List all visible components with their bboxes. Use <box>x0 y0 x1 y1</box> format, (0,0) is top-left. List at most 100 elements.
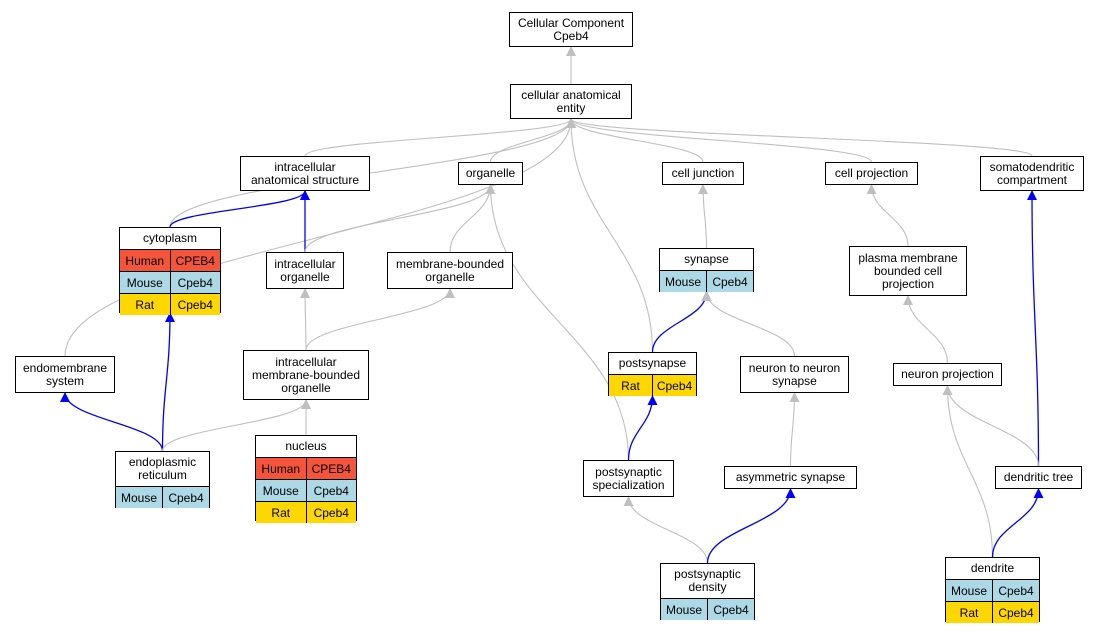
node-title: synapse <box>660 249 753 270</box>
node-label-line: asymmetric synapse <box>735 470 846 484</box>
species-cell: Mouse <box>126 275 163 290</box>
node-title: postsynapse <box>609 353 696 374</box>
node-organelle[interactable]: organelle <box>458 162 523 185</box>
edge-organelle-to-cae <box>489 118 576 163</box>
node-label-line: plasma membrane <box>858 250 958 265</box>
node-label-line: somatodendritic <box>989 159 1075 174</box>
node-label-line: Cellular Component <box>517 15 625 30</box>
edge-psd-to-pss <box>623 496 709 564</box>
node-label-line: membrane-bounded <box>251 367 361 382</box>
node-celljunction[interactable]: cell junction <box>662 162 744 185</box>
node-label-line: specialization <box>592 477 665 492</box>
gene-symbol-cell: Cpeb4 <box>169 294 221 315</box>
edge-ias-to-cae <box>304 118 576 157</box>
edge-dendrite-to-neuronproj <box>942 385 994 558</box>
node-cellprojection[interactable]: cell projection <box>825 162 918 185</box>
edge-pss-to-postsynapse <box>627 395 658 461</box>
node-label-line: synapse <box>772 373 817 388</box>
node-title: cell projection <box>826 163 917 184</box>
node-label-line: reticulum <box>138 468 187 482</box>
edge-dendrite-to-dtree <box>991 488 1044 558</box>
node-label-line: endoplasmic <box>128 455 197 469</box>
node-label-line: cytoplasm <box>142 231 198 245</box>
species-cell: Human <box>125 253 165 268</box>
node-label-line: cell projection <box>834 166 909 180</box>
node-label-line: compartment <box>996 172 1068 187</box>
edge-er-to-cytoplasm <box>161 312 175 452</box>
edge-somato-to-cae <box>566 118 1033 157</box>
node-title: organelle <box>459 163 522 184</box>
edge-postsynapse-to-synapse <box>651 291 712 353</box>
node-label-line: neuron to neuron <box>748 360 841 375</box>
node-label-line: cell junction <box>671 166 735 180</box>
edge-cellprojection-to-cae <box>566 118 873 163</box>
species-cell: Mouse <box>665 602 703 617</box>
species-cell: Rat <box>621 378 640 393</box>
species-cell: Mouse <box>120 490 158 505</box>
edge-synapse-to-celljunction <box>698 184 709 249</box>
edge-postsynapse-to-cae <box>566 118 654 353</box>
species-cell: Rat <box>271 505 291 520</box>
edge-neuronproj-to-pmbcp <box>903 295 949 364</box>
node-label-line: organelle <box>281 380 331 395</box>
node-title: cell junction <box>663 163 743 184</box>
node-label-line: neuron projection <box>901 367 994 381</box>
edge-endomem-to-cae <box>64 118 576 357</box>
node-label-line: bounded cell <box>873 263 943 278</box>
node-title: neuron projection <box>894 364 1001 385</box>
edge-psd-to-asym <box>706 488 796 564</box>
node-dtree[interactable]: dendritic tree <box>995 466 1082 489</box>
edge-mborg-to-organelle <box>449 184 496 253</box>
node-label-line: intracellular <box>274 159 336 174</box>
edge-er-to-endomem <box>60 392 164 452</box>
node-label-line: endomembrane <box>22 360 108 375</box>
node-label-line: entity <box>556 100 586 115</box>
gene-symbol-cell: Cpeb4 <box>992 602 1039 623</box>
node-label-line: postsynaptic <box>674 567 741 581</box>
node-neuronproj[interactable]: neuron projection <box>893 363 1002 386</box>
node-label-line: intracellular <box>274 256 336 271</box>
node-label-line: postsynaptic <box>595 464 662 479</box>
species-cell: Mouse <box>664 274 702 289</box>
edge-asym-to-n2n <box>789 392 800 467</box>
node-asym[interactable]: asymmetric synapse <box>724 466 857 489</box>
species-cell: Rat <box>959 605 979 620</box>
